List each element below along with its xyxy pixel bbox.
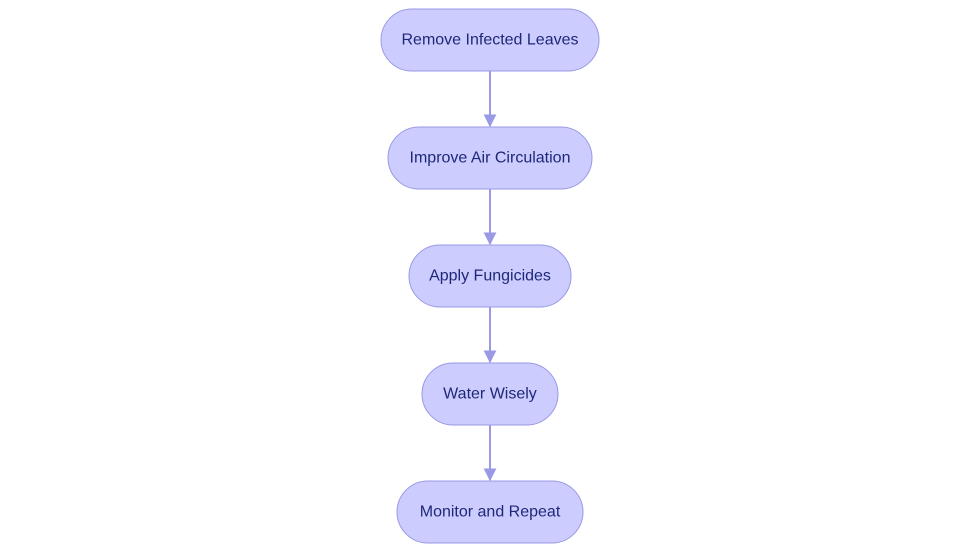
node-improve-air-circulation: Improve Air Circulation (387, 126, 593, 190)
node-label: Remove Infected Leaves (402, 32, 579, 49)
node-water-wisely: Water Wisely (421, 362, 559, 426)
node-shape (387, 126, 593, 190)
node-label: Monitor and Repeat (420, 504, 561, 521)
node-label: Apply Fungicides (429, 268, 551, 285)
node-label: Water Wisely (443, 386, 537, 403)
node-shape (408, 244, 572, 308)
node-monitor-and-repeat: Monitor and Repeat (396, 480, 584, 544)
node-apply-fungicides: Apply Fungicides (408, 244, 572, 308)
node-shape (396, 480, 584, 544)
node-shape (421, 362, 559, 426)
node-shape (380, 8, 600, 72)
node-label: Improve Air Circulation (410, 150, 571, 167)
node-remove-infected-leaves: Remove Infected Leaves (380, 8, 600, 72)
